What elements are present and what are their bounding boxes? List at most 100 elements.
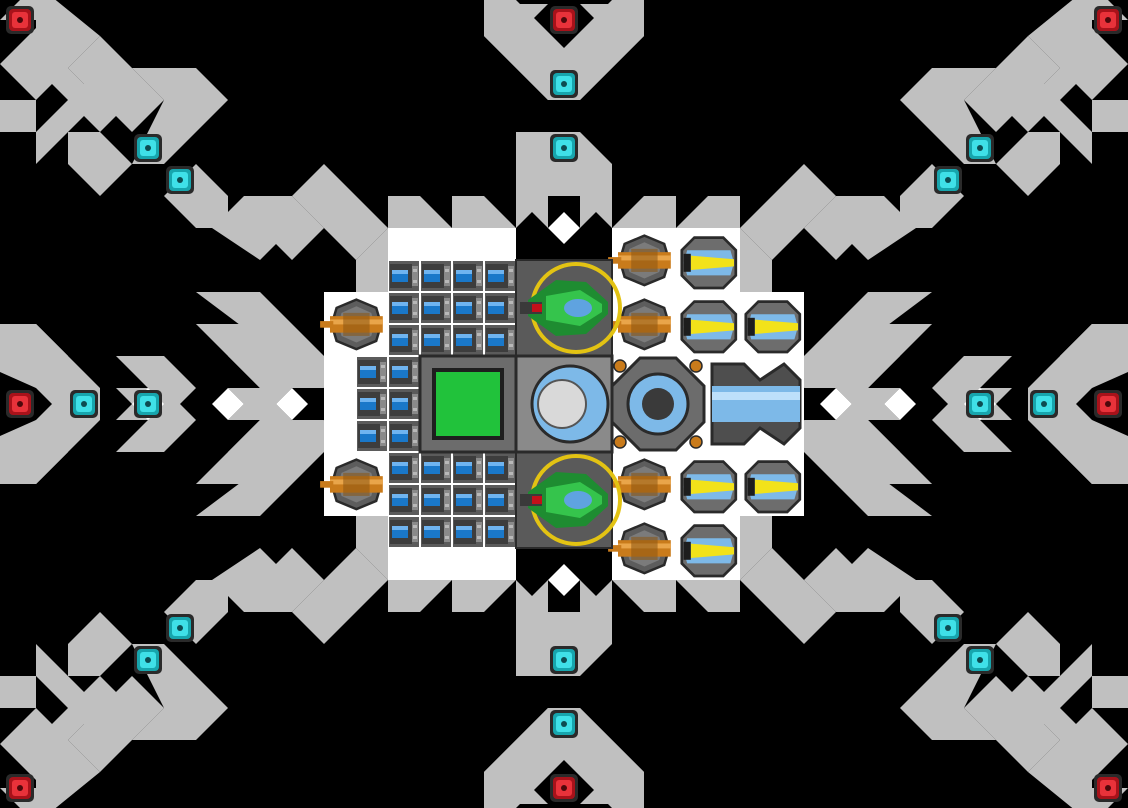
waypoint-diamond — [548, 564, 580, 596]
track-segment — [1028, 36, 1092, 164]
track-segment — [196, 420, 324, 516]
red-node-icon — [550, 6, 578, 34]
cyan-node-icon — [550, 646, 578, 674]
shield-stud — [689, 359, 703, 373]
track-segment — [804, 196, 916, 260]
track-segment — [196, 292, 324, 388]
red-node-icon — [1094, 774, 1122, 802]
battery-icon — [421, 293, 451, 323]
track-segment — [212, 196, 324, 260]
waypoint-diamond — [276, 388, 308, 420]
yellow-cannon-icon — [680, 460, 738, 514]
yellow-cannon-icon — [680, 236, 738, 290]
battery-icon — [453, 517, 483, 547]
battery-icon — [485, 261, 515, 291]
track-segment — [68, 612, 132, 676]
track-segment — [996, 132, 1060, 196]
green-fighter-icon — [514, 258, 622, 358]
track-segment — [1028, 324, 1128, 484]
red-node-icon — [1094, 390, 1122, 418]
battery-icon — [357, 357, 387, 387]
track-segment — [804, 292, 932, 388]
cyan-node-icon — [550, 70, 578, 98]
yellow-cannon-icon — [744, 460, 802, 514]
battery-icon — [389, 357, 419, 387]
track-segment — [516, 580, 612, 676]
battery-icon — [389, 485, 419, 515]
track-segment — [484, 0, 644, 100]
waypoint-diamond — [820, 388, 852, 420]
track-segment — [68, 676, 164, 772]
cyan-node-icon — [134, 134, 162, 162]
cyan-node-icon — [550, 134, 578, 162]
yellow-cannon-icon — [680, 524, 738, 578]
track-segment — [212, 548, 324, 612]
shield-stud — [613, 435, 627, 449]
battery-icon — [389, 389, 419, 419]
waypoint-diamond — [884, 388, 916, 420]
cockpit-hatch — [537, 379, 587, 429]
cyan-node-icon — [166, 614, 194, 642]
cyan-node-icon — [166, 166, 194, 194]
shield-stud — [689, 435, 703, 449]
cyan-node-icon — [966, 390, 994, 418]
track-segment — [740, 228, 772, 292]
battery-icon — [453, 293, 483, 323]
track-segment — [484, 708, 644, 808]
battery-icon — [485, 325, 515, 355]
battery-icon — [453, 485, 483, 515]
track-segment — [356, 516, 388, 580]
cyan-node-icon — [934, 614, 962, 642]
track-segment — [292, 548, 388, 644]
red-node-icon — [6, 6, 34, 34]
battery-icon — [485, 485, 515, 515]
track-segment — [292, 164, 388, 260]
engine-barrel — [712, 386, 800, 422]
battery-icon — [357, 421, 387, 451]
track-segment — [68, 36, 164, 132]
track-segment — [0, 100, 36, 132]
track-segment — [68, 132, 132, 196]
battery-icon — [389, 421, 419, 451]
cyan-node-icon — [70, 390, 98, 418]
battery-icon — [389, 453, 419, 483]
battery-icon — [389, 261, 419, 291]
battery-icon — [421, 325, 451, 355]
battery-icon — [421, 517, 451, 547]
track-segment — [1028, 644, 1092, 772]
shield-stud — [613, 359, 627, 373]
battery-icon — [485, 517, 515, 547]
cyan-node-icon — [134, 390, 162, 418]
cyan-node-icon — [966, 134, 994, 162]
track-segment — [996, 612, 1060, 676]
cyan-node-icon — [934, 166, 962, 194]
module-layer — [318, 234, 802, 578]
red-node-icon — [6, 390, 34, 418]
red-node-icon — [1094, 6, 1122, 34]
cyan-node-icon — [550, 710, 578, 738]
cyan-node-icon — [966, 646, 994, 674]
battery-icon — [357, 389, 387, 419]
yellow-cannon-icon — [744, 300, 802, 354]
track-segment — [1092, 100, 1128, 132]
track-segment — [964, 36, 1060, 132]
battery-icon — [453, 261, 483, 291]
track-segment — [36, 644, 100, 772]
battery-icon — [389, 325, 419, 355]
track-segment — [804, 548, 916, 612]
track-segment — [0, 324, 100, 484]
track-segment — [964, 676, 1060, 772]
shield-hub — [642, 388, 674, 420]
battery-icon — [485, 453, 515, 483]
track-segment — [36, 36, 100, 164]
track-segment — [0, 676, 36, 708]
green-fighter-icon — [514, 450, 622, 550]
battery-icon — [453, 325, 483, 355]
red-node-icon — [6, 774, 34, 802]
track-segment — [804, 420, 932, 516]
battery-icon — [453, 453, 483, 483]
cyan-node-icon — [1030, 390, 1058, 418]
reactor-core-screen — [436, 372, 500, 436]
battery-icon — [421, 453, 451, 483]
